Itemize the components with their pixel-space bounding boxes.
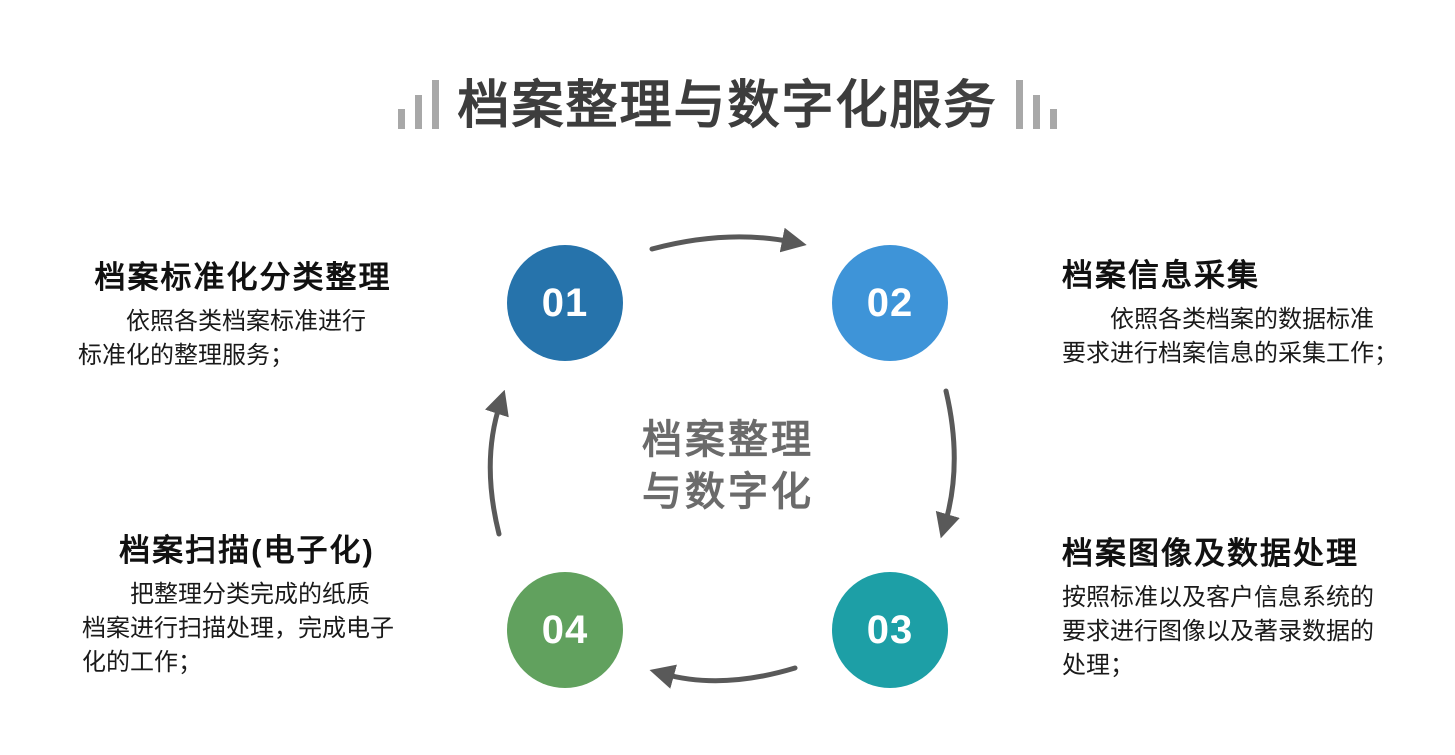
step-description-04: 把整理分类完成的纸质 档案进行扫描处理，完成电子 化的工作； — [82, 580, 394, 676]
step-number-01: 01 — [541, 280, 589, 325]
step-block-03: 档案图像及数据处理 按照标准以及客户信息系统的 要求进行图像以及著录数据的 处理… — [1062, 536, 1422, 683]
step-block-02: 档案信息采集 依照各类档案的数据标准 要求进行档案信息的采集工作； — [1062, 258, 1422, 371]
step-description-02: 依照各类档案的数据标准 要求进行档案信息的采集工作； — [1062, 305, 1398, 367]
arrow-step2-to-step3 — [935, 388, 960, 539]
step-description-03: 按照标准以及客户信息系统的 要求进行图像以及著录数据的 处理； — [1062, 583, 1374, 679]
cycle-center-line1: 档案整理 — [642, 418, 814, 462]
step-title-04: 档案扫描(电子化) — [119, 533, 375, 568]
step-number-03: 03 — [866, 607, 914, 652]
step-circle-03: 03 — [832, 572, 948, 688]
step-circle-04: 04 — [507, 572, 623, 688]
page-title: 档案整理与数字化服务 — [457, 77, 998, 135]
step-block-01: 档案标准化分类整理 依照各类档案标准进行 标准化的整理服务； — [78, 260, 408, 373]
page-header: 档案整理与数字化服务 — [0, 76, 1455, 137]
arrow-step3-to-step4 — [649, 664, 798, 689]
step-title-01: 档案标准化分类整理 — [94, 260, 392, 295]
step-block-04: 档案扫描(电子化) 把整理分类完成的纸质 档案进行扫描处理，完成电子 化的工作； — [82, 533, 412, 680]
arrow-step1-to-step2 — [649, 227, 807, 253]
bar-chart-ascending-icon — [398, 80, 440, 137]
step-title-03: 档案图像及数据处理 — [1062, 536, 1359, 571]
arrow-step4-to-step1 — [485, 389, 509, 537]
step-number-04: 04 — [541, 607, 589, 652]
step-number-02: 02 — [866, 280, 914, 325]
step-title-02: 档案信息采集 — [1062, 258, 1260, 293]
bar-chart-descending-icon — [1015, 80, 1057, 137]
step-circle-02: 02 — [832, 245, 948, 361]
step-circle-01: 01 — [507, 245, 623, 361]
step-description-01: 依照各类档案标准进行 标准化的整理服务； — [78, 307, 366, 369]
cycle-center-line2: 与数字化 — [642, 470, 814, 514]
cycle-center-label: 档案整理 与数字化 — [552, 414, 904, 518]
